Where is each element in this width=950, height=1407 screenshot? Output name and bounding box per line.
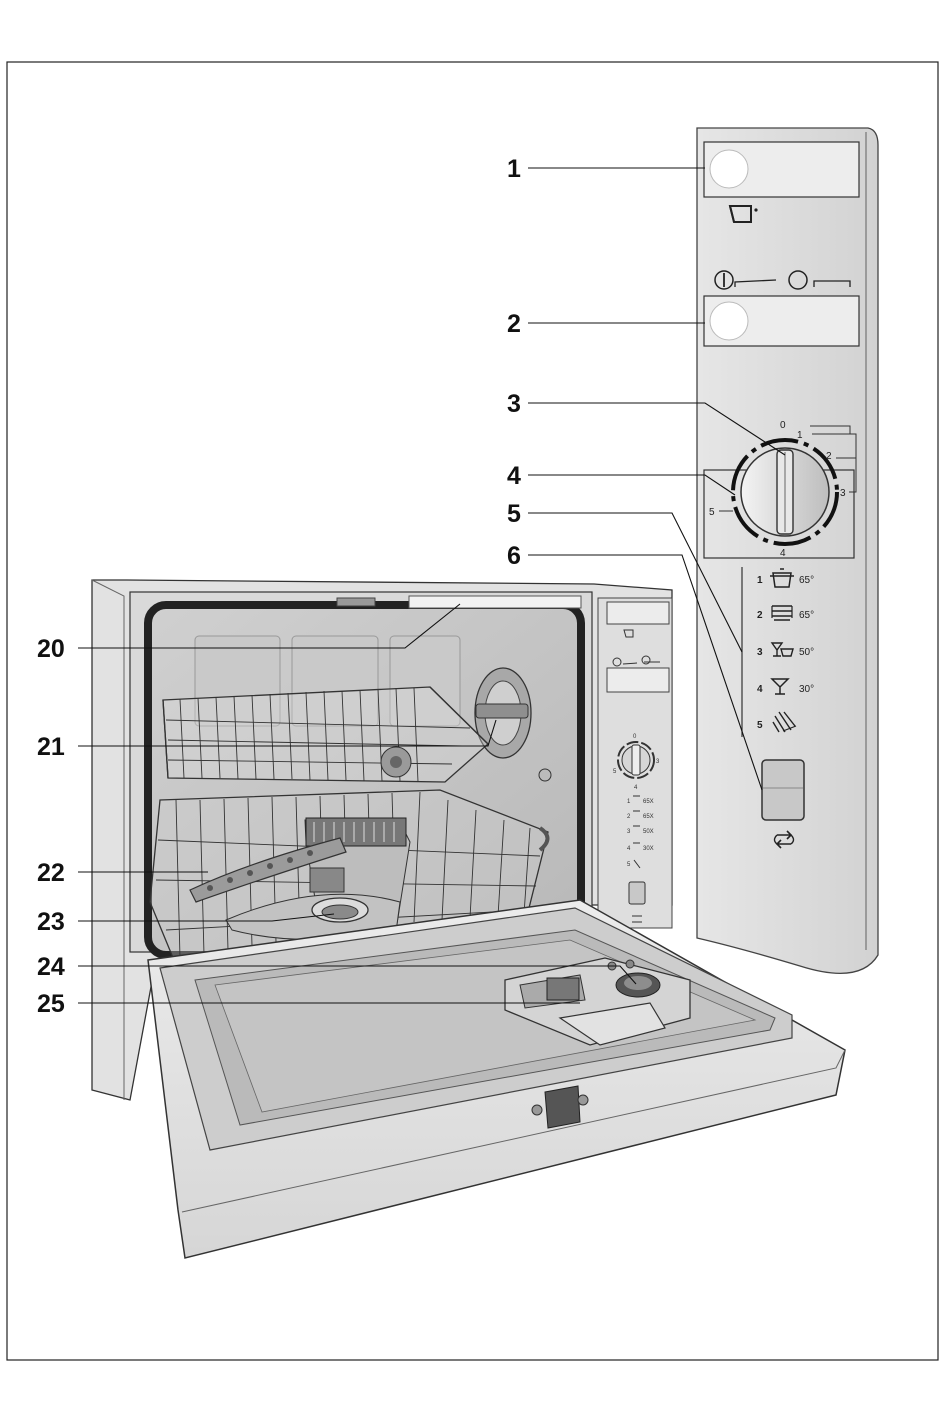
program-number: 4	[757, 684, 763, 695]
callout-24: 24	[37, 953, 65, 981]
mini-program-temperature: 30X	[643, 846, 654, 852]
program-temperature: 65°	[799, 610, 814, 621]
upper-rack	[163, 687, 488, 782]
dial-tick-label: 2	[826, 451, 832, 462]
callout-25: 25	[37, 990, 65, 1018]
dial-tick-label: 5	[709, 507, 715, 518]
callout-4: 4	[507, 462, 521, 490]
door-handle[interactable]	[545, 1086, 580, 1128]
top-spray-nozzle	[409, 596, 581, 608]
callout-3: 3	[507, 390, 521, 418]
control-panel: 0 1 2 3 4 5 1 65° 2	[697, 128, 878, 973]
door-indicator-lamp	[710, 150, 748, 188]
callout-22: 22	[37, 859, 65, 887]
mini-program-temperature: 50X	[643, 829, 654, 835]
dial-tick-label: 4	[780, 548, 786, 559]
dial-tick-label: 0	[780, 420, 786, 431]
callout-5: 5	[507, 500, 521, 528]
callout-20: 20	[37, 635, 65, 663]
program-temperature: 30°	[799, 684, 814, 695]
mini-program-temperature: 65X	[643, 799, 654, 805]
program-number: 2	[757, 610, 763, 621]
callout-2: 2	[507, 310, 521, 338]
callout-23: 23	[37, 908, 65, 936]
program-number: 3	[757, 647, 763, 658]
mini-program-temperature: 65X	[643, 814, 654, 820]
program-number: 1	[757, 575, 763, 586]
open-door	[148, 900, 845, 1258]
dial-tick-label: 3	[840, 488, 846, 499]
callout-1: 1	[507, 155, 521, 183]
program-number: 5	[757, 720, 763, 731]
power-indicator-lamp	[710, 302, 748, 340]
callout-21: 21	[37, 733, 65, 761]
upper-spray-arm	[381, 747, 411, 777]
dial-tick-label: 1	[797, 430, 803, 441]
program-temperature: 50°	[799, 647, 814, 658]
program-temperature: 65°	[799, 575, 814, 586]
machine-control-panel: 0 3 5 4 1 65X 2 65X 3 50X 4 30X 5	[598, 598, 672, 928]
reset-button[interactable]	[762, 760, 804, 820]
callout-6: 6	[507, 542, 521, 570]
